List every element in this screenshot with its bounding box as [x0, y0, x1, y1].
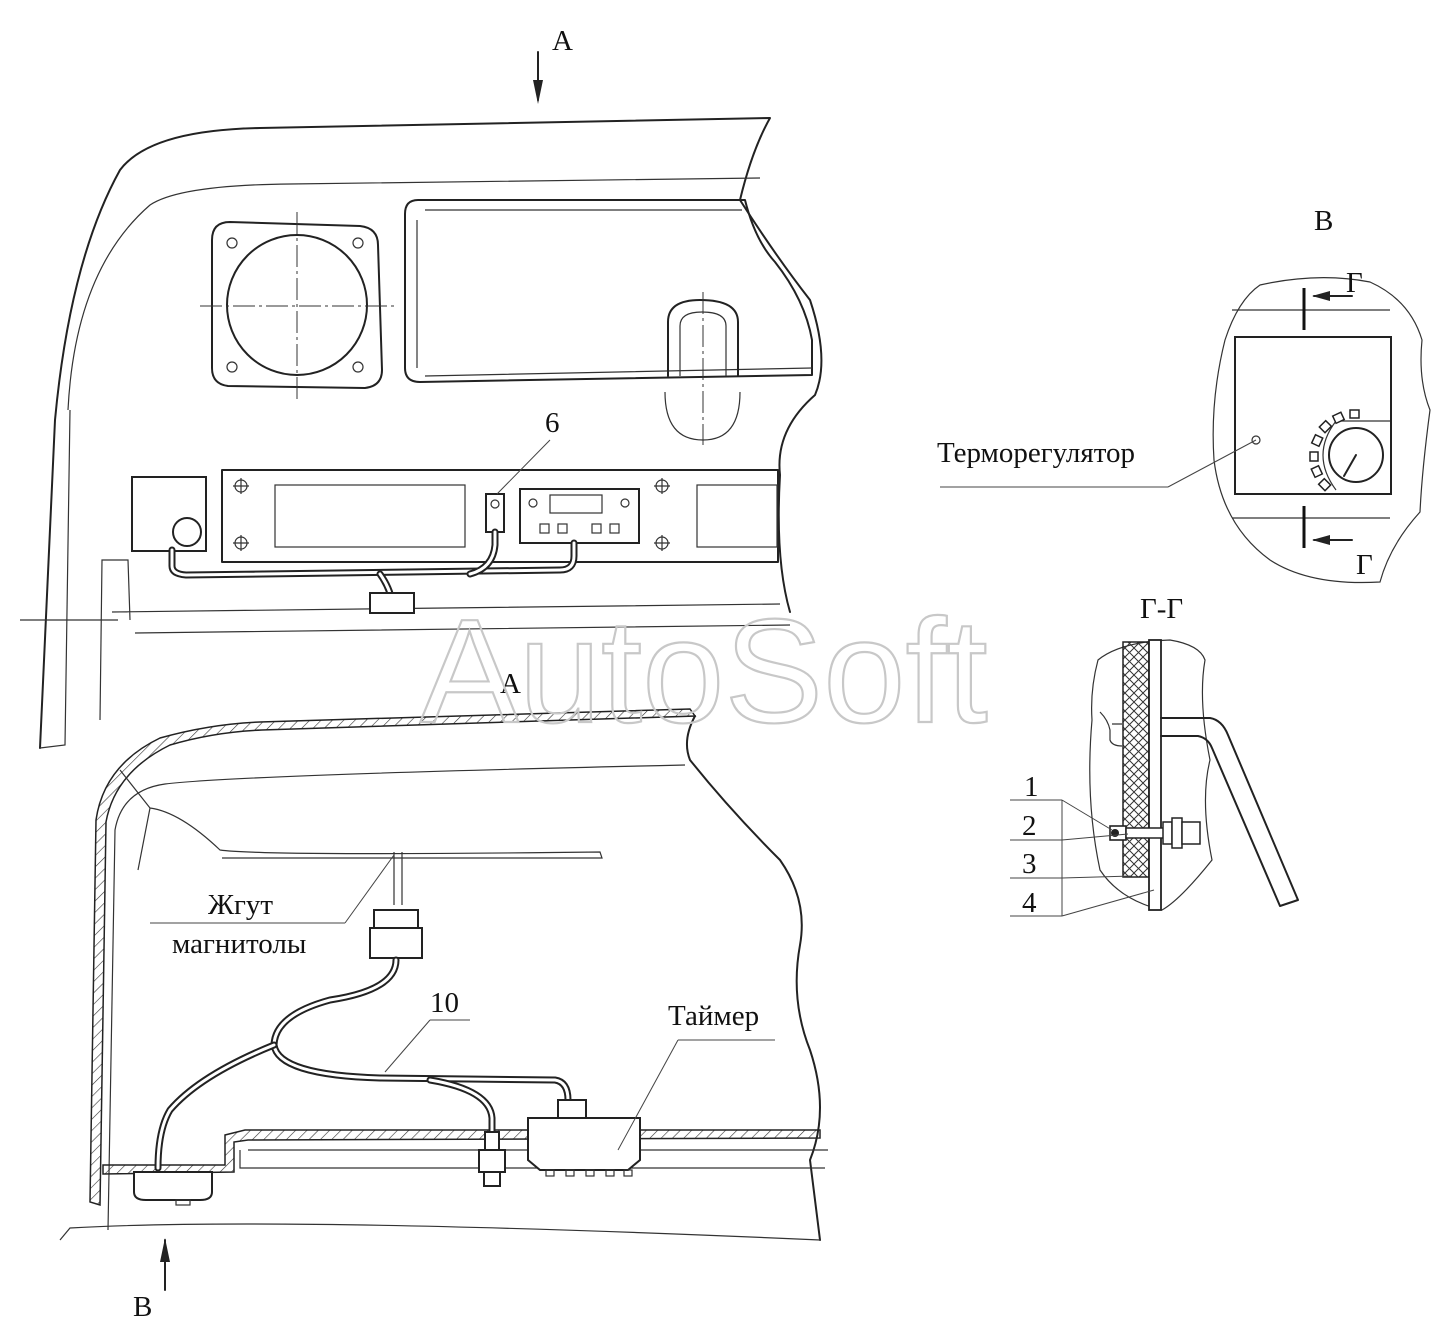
sensor-puck	[133, 1171, 213, 1201]
roof-bracket	[119, 769, 603, 871]
inline-connector-body	[478, 1149, 506, 1173]
timer-display-screen	[549, 494, 603, 514]
section-gg-title: Г-Г	[1140, 593, 1183, 625]
spring-washer	[1171, 817, 1183, 849]
timer-buttons	[539, 523, 620, 534]
thermostat-bracket	[1160, 717, 1299, 907]
timer-box-terminals	[545, 1169, 633, 1177]
pos-10-leader	[384, 1019, 431, 1073]
handle-recess	[667, 299, 739, 377]
handle-recess-inner	[679, 311, 727, 376]
washer	[1162, 821, 1173, 845]
timer-display-unit	[519, 488, 640, 544]
heater-unit-knob	[172, 517, 202, 547]
cut-label-top: Г	[1346, 267, 1363, 299]
roof-hatch-inner	[416, 209, 813, 377]
view-b-detail: В Г Г Терморегулятор	[937, 205, 1431, 584]
timer-box	[527, 1117, 641, 1171]
pos-6-leader	[496, 439, 551, 495]
speaker-screws	[226, 237, 364, 373]
view-a-label: А	[552, 25, 573, 57]
console-panel	[221, 469, 779, 563]
thermostat-label: Терморегулятор	[937, 437, 1135, 469]
panel-wall	[1148, 639, 1162, 911]
roof-hatch-opening	[404, 199, 813, 383]
section-a-label: А	[500, 668, 521, 700]
watermark: AutoSoft	[420, 589, 988, 754]
switch-indicator	[490, 499, 500, 509]
lower-trim-line	[59, 1223, 821, 1241]
upper-wiring	[168, 528, 578, 606]
pos-4-label: 4	[1022, 887, 1037, 919]
roof-skin-hatched	[89, 708, 697, 1207]
thermostat-leader-line	[1167, 439, 1257, 488]
thermostat-dial-ribs	[1309, 409, 1360, 492]
view-b-arrowhead	[160, 1238, 170, 1262]
insulation-layer	[1122, 641, 1150, 878]
wire-clip	[369, 592, 415, 614]
section-gg-detail: Г-Г 1 2 3 4	[1010, 593, 1299, 919]
harness-connector-body	[369, 927, 423, 959]
view-b-title: В	[1314, 205, 1333, 237]
thermostat-dial-housing	[1322, 420, 1390, 491]
view-a-upper-panel: А	[20, 25, 823, 749]
pos-3-label: 3	[1022, 848, 1037, 880]
harness-leader-line	[344, 854, 395, 924]
pos-2-label: 2	[1022, 810, 1037, 842]
timer-connector	[557, 1099, 587, 1119]
lower-inner-contour	[107, 764, 686, 1231]
cab-pillar-line	[39, 409, 791, 749]
timer-label: Таймер	[668, 1000, 759, 1032]
harness-label-line2: магнитолы	[172, 928, 306, 960]
heater-control-unit	[131, 476, 207, 552]
section-gg-break-contour	[1089, 639, 1213, 911]
radio-harness-branch	[393, 852, 403, 905]
thermostat-dial-pointer	[1343, 454, 1357, 477]
wire-clip-gg	[1099, 711, 1123, 747]
view-a-lower-section: А Жгут магнитолы 10	[59, 668, 828, 1323]
timer-leader-line	[617, 1039, 679, 1151]
thermostat-screw	[1251, 435, 1261, 445]
cut-label-bottom: Г	[1356, 549, 1373, 581]
speaker-opening	[226, 234, 368, 376]
pos-6-label: 6	[545, 407, 560, 439]
cab-roof-inner-contour	[67, 177, 761, 411]
pos-10-label: 10	[430, 987, 459, 1019]
console-slot-right	[696, 484, 778, 548]
nut	[1181, 821, 1201, 845]
view-a-arrowhead	[533, 80, 543, 104]
cab-roof-contour	[39, 117, 823, 749]
position-callout-table	[1010, 799, 1155, 917]
sensor-puck-tab	[175, 1199, 191, 1206]
lower-outer-contour	[685, 715, 821, 1241]
console-mount-screws	[233, 478, 670, 551]
harness-label-line1: Жгут	[208, 889, 273, 921]
view-b-label: В	[133, 1291, 152, 1323]
inline-connector-bottom	[483, 1171, 501, 1187]
console-slot-left	[274, 484, 466, 548]
pos-1-label: 1	[1024, 771, 1039, 803]
speaker-mount-plate	[211, 221, 383, 389]
harness-10-wiring	[154, 956, 572, 1172]
thermostat-dial	[1328, 427, 1384, 483]
view-b-break-contour	[1212, 277, 1431, 584]
